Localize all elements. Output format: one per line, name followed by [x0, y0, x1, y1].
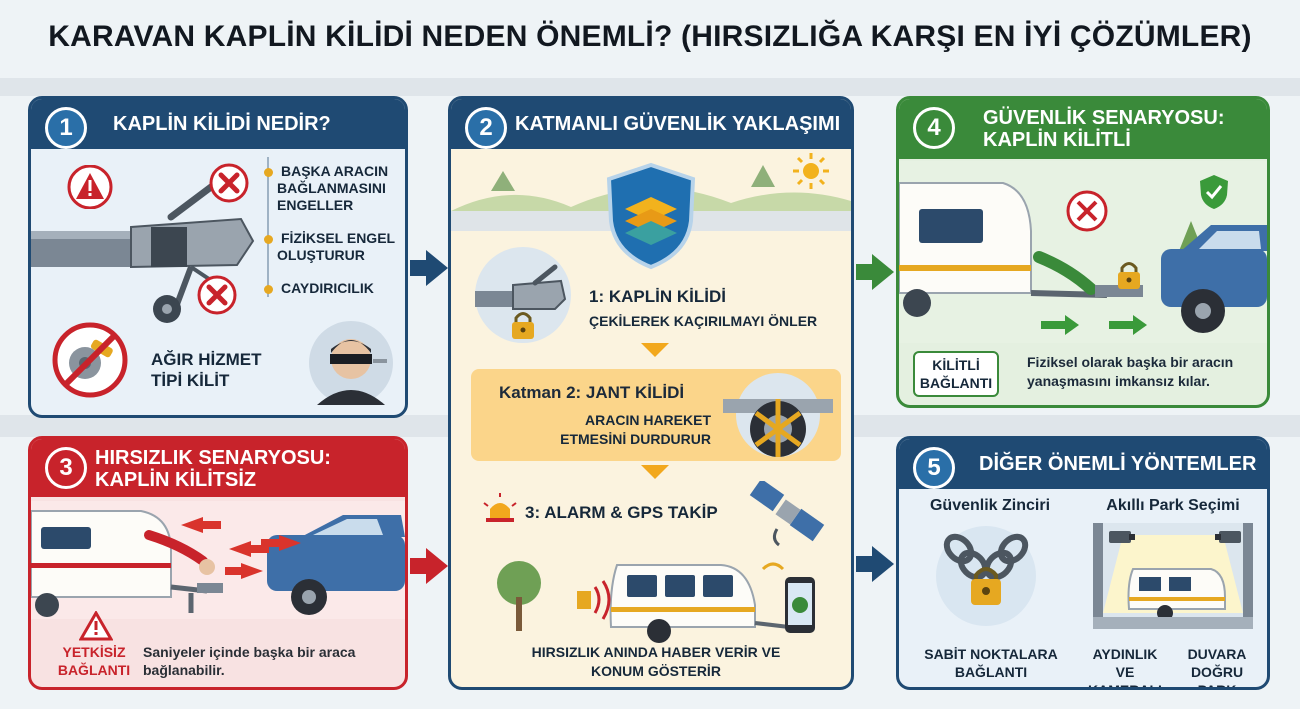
step-number-badge: 5	[913, 447, 955, 489]
layer2-description: ARACIN HAREKET ETMESİNİ DURDURUR	[560, 412, 711, 447]
warning-icon	[79, 611, 113, 641]
method-title: Akıllı Park Seçimi	[1106, 497, 1240, 514]
flow-arrow-stem	[410, 260, 428, 276]
chain-lock-icon	[936, 526, 1036, 626]
padlock-icon	[1118, 262, 1140, 289]
coupling-lock-illustration	[475, 247, 571, 343]
coupling-illustration	[31, 183, 255, 323]
bullet-item: FİZİKSEL ENGEL OLUŞTURUR	[264, 230, 403, 264]
panel-heading: KAPLİN KİLİDİ NEDİR?	[113, 113, 331, 135]
bullet-list: BAŞKA ARACIN BAĞLANMASINI ENGELLER FİZİK…	[264, 157, 403, 297]
sun-icon	[793, 153, 829, 189]
checkmark-shield-icon	[1200, 175, 1228, 209]
panel-heading: HIRSIZLIK SENARYOSU: KAPLİN KİLİTSİZ	[95, 447, 331, 491]
panel-layered-security: 2 KATMANLI GÜVENLİK YAKLAŞIMI 1: KAPLİN …	[448, 96, 854, 690]
panel-header	[899, 439, 1267, 489]
panel-header	[899, 99, 1267, 159]
caravan-gps-illustration	[497, 561, 790, 643]
alarm-light-icon	[483, 493, 517, 522]
flow-arrow-right-icon	[426, 548, 448, 584]
down-arrow-icon	[641, 465, 669, 479]
bullet-item: BAŞKA ARACIN BAĞLANMASINI ENGELLER	[264, 163, 403, 214]
panel-theft-scenario-unlocked: 3 HIRSIZLIK SENARYOSU: KAPLİN KİLİTSİZ Y…	[28, 436, 408, 690]
panel-heading: KATMANLI GÜVENLİK YAKLAŞIMI	[515, 113, 841, 135]
method-caption: AYDINLIK VE KAMERALI	[1088, 646, 1162, 690]
wheel-lock-illustration	[723, 373, 833, 457]
x-mark-icon	[1066, 190, 1108, 232]
panel-other-methods: 5 DİĞER ÖNEMLİ YÖNTEMLER Güvenlik Zincir…	[896, 436, 1270, 690]
layer1-description: ÇEKİLEREK KAÇIRILMAYI ÖNLER	[589, 313, 818, 329]
panel-security-scenario-locked: 4 GÜVENLİK SENARYOSU: KAPLİN KİLİTLİ	[896, 96, 1270, 408]
method-title: Güvenlik Zinciri	[929, 497, 1051, 514]
phone-icon	[785, 577, 815, 633]
flow-arrow-stem	[856, 556, 874, 572]
flow-arrow-right-icon	[426, 250, 448, 286]
theft-scene-illustration	[31, 501, 405, 619]
camera-icon	[1109, 531, 1135, 543]
layer3-description: HIRSIZLIK ANINDA HABER VERİR VE KONUM GÖ…	[531, 644, 781, 679]
camera-icon	[1215, 531, 1241, 543]
down-arrow-icon	[641, 343, 669, 357]
method-caption: SABİT NOKTALARA BAĞLANTI	[924, 646, 1058, 680]
flow-arrow-right-icon	[872, 546, 894, 582]
layer2-label: Katman 2: JANT KİLİDİ	[499, 383, 685, 402]
padlock-icon	[512, 312, 534, 339]
panel-header	[31, 99, 405, 149]
panel-what-is-coupling-lock: 1 KAPLİN KİLİDİ NEDİR? BAŞKA ARACIN BAĞL…	[28, 96, 408, 418]
status-badge: KİLİTLİ BAĞLANTI	[913, 351, 999, 397]
step-number-badge: 3	[45, 447, 87, 489]
step-number-badge: 4	[913, 107, 955, 149]
bullet-item: CAYDIRICILIK	[264, 280, 403, 297]
x-mark-icon	[209, 163, 249, 203]
flow-arrow-stem	[410, 558, 428, 574]
panel-header	[451, 99, 851, 149]
flow-arrow-right-icon	[872, 254, 894, 290]
panel-heading: DİĞER ÖNEMLİ YÖNTEMLER	[979, 453, 1257, 475]
layer1-label: 1: KAPLİN KİLİDİ	[589, 287, 726, 306]
thief-icon	[309, 321, 393, 405]
status-badge: YETKİSİZ BAĞLANTI	[57, 644, 131, 678]
method-caption: DUVARA DOĞRU PARK	[1187, 646, 1247, 690]
step-number-badge: 1	[45, 107, 87, 149]
description-text: Saniyeler içinde başka bir araca bağlana…	[143, 644, 356, 678]
shield-icon	[606, 162, 696, 270]
panel-heading: GÜVENLİK SENARYOSU: KAPLİN KİLİTLİ	[983, 107, 1225, 151]
description-text: Fiziksel olarak başka bir aracın yanaşma…	[1027, 354, 1234, 389]
panel-header	[31, 439, 405, 497]
flow-arrow-stem	[856, 264, 874, 280]
background-road-top	[0, 78, 1300, 96]
no-grinder-icon	[52, 322, 128, 398]
heavy-lock-label: AĞIR HİZMET TİPİ KİLİT	[151, 350, 262, 390]
page-title: KARAVAN KAPLİN KİLİDİ NEDEN ÖNEMLİ? (HIR…	[48, 20, 1252, 53]
satellite-icon	[749, 481, 825, 547]
x-mark-icon	[197, 275, 237, 315]
layer3-label: 3: ALARM & GPS TAKİP	[525, 503, 718, 522]
step-number-badge: 2	[465, 107, 507, 149]
warning-icon	[67, 165, 113, 209]
